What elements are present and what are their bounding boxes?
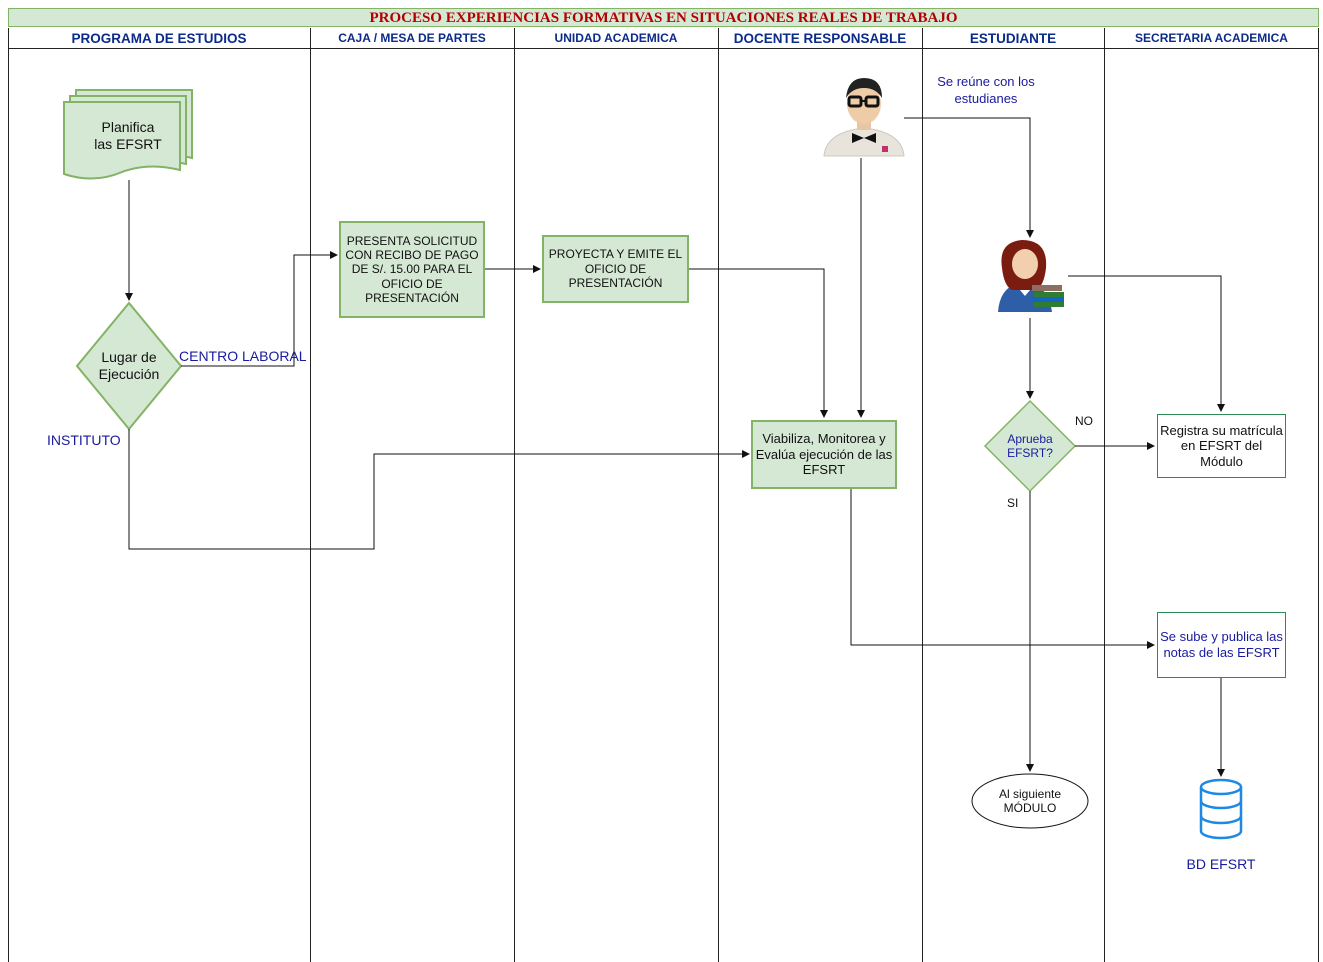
lane-header-secretaria: SECRETARIA ACADEMICA bbox=[1104, 28, 1319, 49]
connector bbox=[1068, 275, 1225, 412]
lane-divider bbox=[8, 28, 9, 962]
database-icon bbox=[1199, 778, 1243, 840]
node-aprueba: Aprueba EFSRT? bbox=[1007, 431, 1053, 460]
edge-label-si: SI bbox=[1007, 496, 1019, 510]
node-lugar-ejecucion: Lugar de Ejecución bbox=[98, 349, 160, 382]
lane-divider bbox=[922, 28, 923, 962]
node-viabiliza: Viabiliza, Monitorea y Evalúa ejecución … bbox=[751, 420, 897, 489]
node-proyecta-oficio: PROYECTA Y EMITE EL OFICIO DE PRESENTACI… bbox=[542, 235, 689, 303]
node-sube-notas: Se sube y publica las notas de las EFSRT bbox=[1157, 612, 1286, 678]
label-se-reune: Se reúne con los estudianes bbox=[937, 74, 1035, 106]
node-al-siguiente: Al siguiente MÓDULO bbox=[998, 786, 1062, 815]
lane-header-estudiante: ESTUDIANTE bbox=[922, 28, 1104, 49]
connector bbox=[850, 489, 1155, 649]
database-label: BD EFSRT bbox=[1186, 856, 1256, 872]
edge-label-instituto: INSTITUTO bbox=[47, 432, 121, 448]
connector bbox=[181, 251, 338, 367]
connector bbox=[128, 429, 750, 550]
edge-label-centro-laboral: CENTRO LABORAL bbox=[179, 348, 307, 364]
lane-divider bbox=[1104, 28, 1105, 962]
lane-header-caja: CAJA / MESA DE PARTES bbox=[310, 28, 514, 49]
lane-divider bbox=[718, 28, 719, 962]
node-registra-matricula: Registra su matrícula en EFSRT del Módul… bbox=[1157, 414, 1286, 478]
lane-divider bbox=[1318, 28, 1319, 962]
node-presenta-solicitud: PRESENTA SOLICITUD CON RECIBO DE PAGO DE… bbox=[339, 221, 485, 318]
node-planifica: Planifica las EFSRT bbox=[94, 119, 162, 152]
lane-header-docente: DOCENTE RESPONSABLE bbox=[718, 28, 922, 49]
lane-header-programa: PROGRAMA DE ESTUDIOS bbox=[8, 28, 310, 49]
diagram-title: PROCESO EXPERIENCIAS FORMATIVAS EN SITUA… bbox=[8, 8, 1319, 27]
lane-header-unidad: UNIDAD ACADEMICA bbox=[514, 28, 718, 49]
edge-label-no: NO bbox=[1075, 414, 1093, 428]
connector bbox=[904, 117, 1034, 238]
lane-divider bbox=[310, 28, 311, 962]
connector bbox=[689, 268, 828, 418]
teacher-icon bbox=[823, 78, 905, 157]
student-with-books-icon bbox=[998, 240, 1064, 312]
terminator-siguiente bbox=[971, 773, 1089, 829]
lane-divider bbox=[514, 28, 515, 962]
multi-document-shape bbox=[63, 89, 193, 180]
